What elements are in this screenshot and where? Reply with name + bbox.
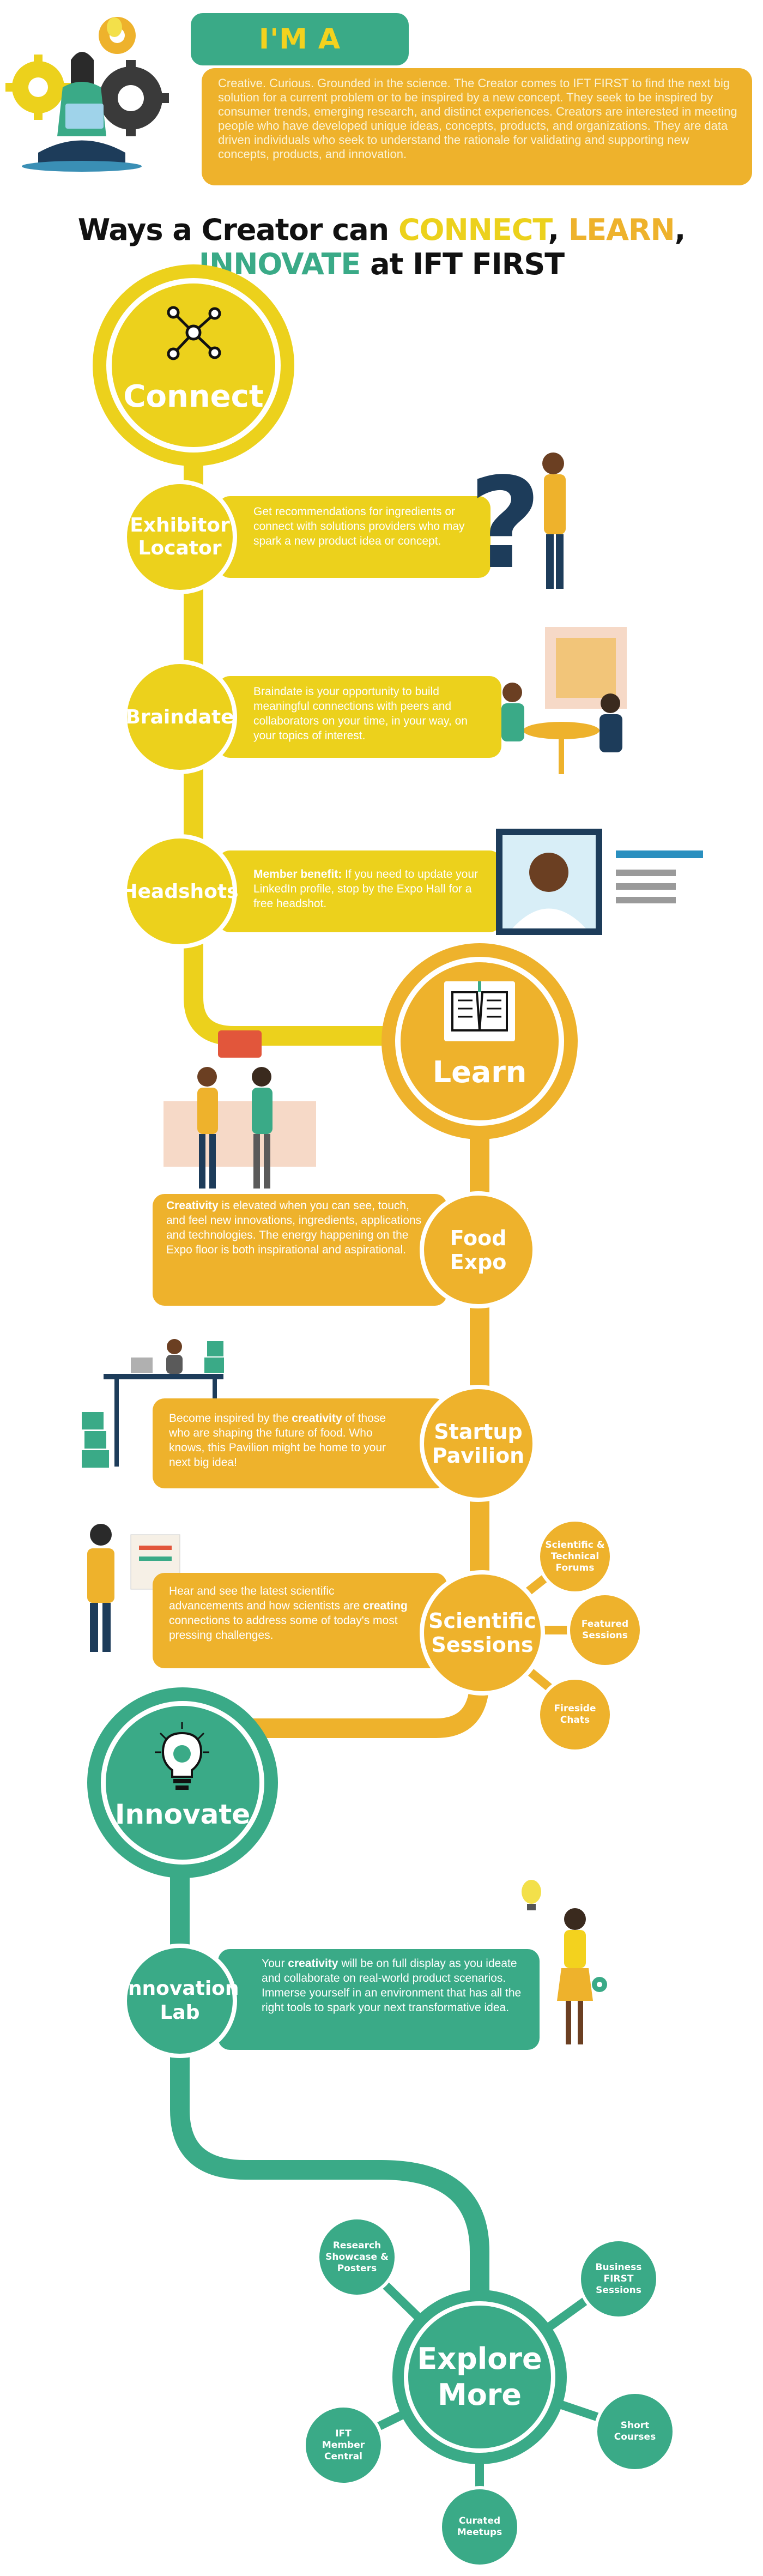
learn-circle: Learn (382, 943, 578, 1139)
creator-description: Creative. Curious. Grounded in the scien… (218, 76, 737, 161)
creator-description-box (202, 68, 752, 185)
food-expo-bar (153, 1194, 447, 1306)
headshots-description: Member benefit: If you need to update yo… (253, 868, 479, 910)
scientific-sessions-description: Hear and see the latest scientific advan… (169, 1585, 408, 1642)
question-person-illustration: ? (469, 451, 566, 597)
lightbulb-icon (155, 1722, 209, 1790)
braindate-circle: Braindate (123, 660, 237, 774)
exhibitor-locator-bar (218, 496, 491, 578)
braindate-bar (218, 676, 501, 758)
ways-title: Ways a Creator can CONNECT, LEARN, INNOV… (77, 213, 686, 281)
meeting-illustration (501, 627, 627, 774)
handshake-illustration (164, 1030, 316, 1189)
creator-illustration (5, 17, 169, 172)
innovation-lab-description: Your creativity will be on full display … (262, 1957, 522, 2014)
braindate-description: Braindate is your opportunity to build m… (253, 685, 468, 742)
scientific-sessions-bar (153, 1573, 447, 1668)
food-expo-description: Creativity is elevated when you can see,… (166, 1199, 422, 1256)
innovate-circle: Innovate (87, 1687, 278, 1878)
connect-circle: Connect (93, 264, 294, 466)
startup-pavilion-bar (153, 1398, 447, 1488)
learn-label: Learn (432, 1055, 527, 1089)
creator-title: I'M A CREATOR (191, 13, 409, 108)
headshots-circle: Headshots (121, 834, 239, 949)
book-icon (444, 981, 515, 1041)
thinker-illustration (522, 1880, 607, 2044)
connect-label: Connect (123, 379, 264, 414)
network-icon (167, 306, 221, 360)
exhibitor-locator-description: Get recommendations for ingredients or c… (253, 505, 465, 547)
innovation-lab-bar (218, 1949, 540, 2050)
startup-pavilion-description: Become inspired by the creativity of tho… (169, 1412, 386, 1469)
profile-illustration (496, 829, 703, 935)
innovate-label: Innovate (114, 1799, 251, 1830)
svg-text:?: ? (469, 451, 541, 597)
headshots-bar (218, 850, 501, 932)
